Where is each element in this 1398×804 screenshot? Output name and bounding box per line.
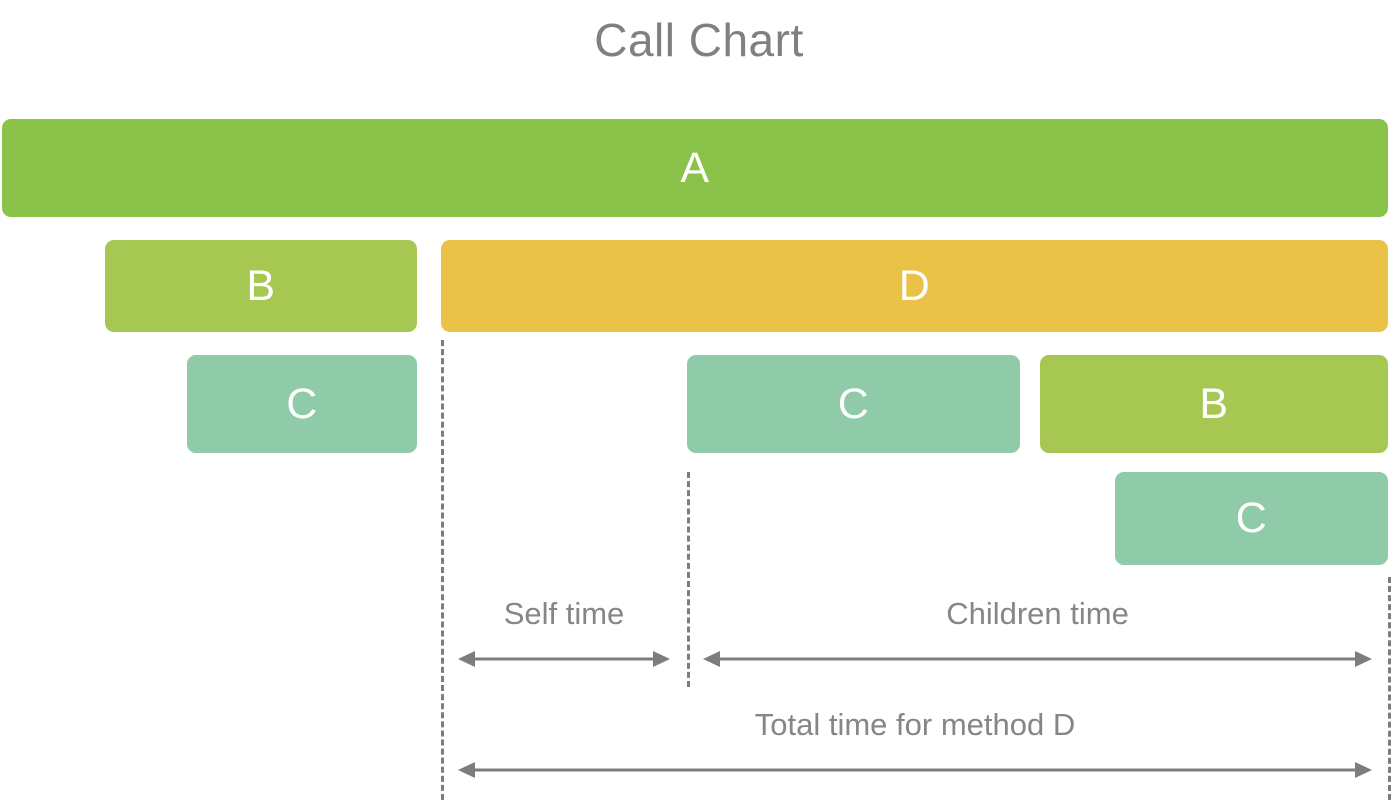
- children-time-label: Children time: [946, 596, 1129, 631]
- call-bar-c-middle-label: C: [837, 379, 870, 428]
- call-bar-c-middle[interactable]: C: [687, 355, 1020, 453]
- guide-line-d-start: [441, 340, 444, 800]
- call-bar-a[interactable]: A: [2, 119, 1388, 217]
- call-bar-d-label: D: [898, 261, 931, 310]
- total-time-label: Total time for method D: [754, 707, 1076, 742]
- call-bar-b-left[interactable]: B: [105, 240, 417, 332]
- self-time-label: Self time: [503, 596, 625, 631]
- call-bar-d[interactable]: D: [441, 240, 1388, 332]
- call-bar-c-left-label: C: [286, 379, 318, 428]
- guide-line-d-end: [1388, 577, 1391, 800]
- call-bar-c-right[interactable]: C: [1115, 472, 1388, 565]
- page-title: Call Chart: [594, 14, 804, 66]
- call-bar-b-left-label: B: [246, 261, 276, 310]
- guide-line-self-end: [687, 472, 690, 687]
- call-bar-c-left[interactable]: C: [187, 355, 417, 453]
- children-time-arrow: [703, 647, 1372, 671]
- call-bar-b-right-label: B: [1199, 379, 1229, 428]
- total-time-arrow: [458, 758, 1372, 782]
- call-bar-a-label: A: [680, 143, 710, 192]
- call-bar-b-right[interactable]: B: [1040, 355, 1388, 453]
- call-bar-c-right-label: C: [1235, 494, 1268, 542]
- self-time-arrow: [458, 647, 670, 671]
